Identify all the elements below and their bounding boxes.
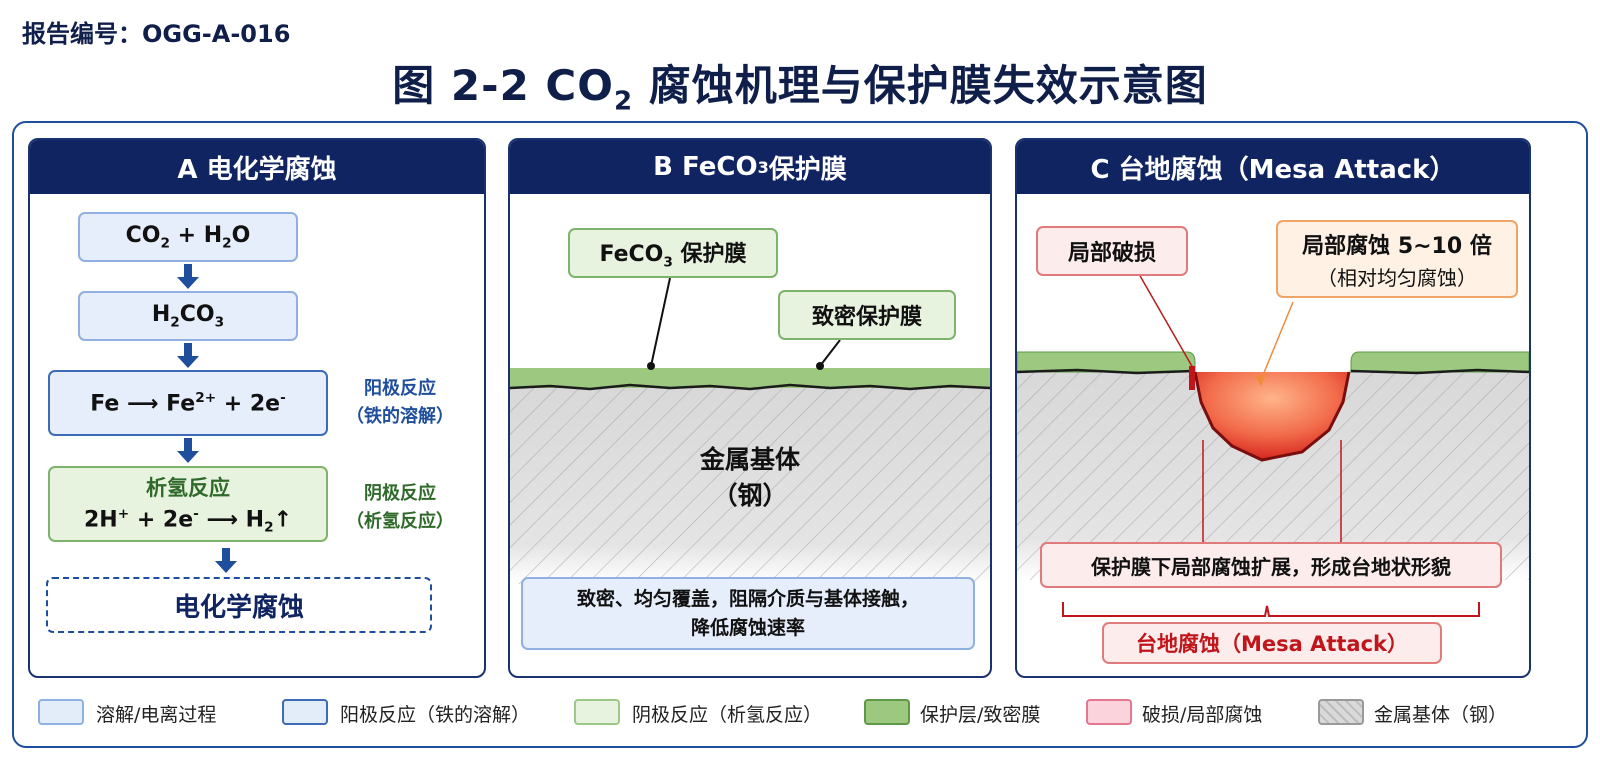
step-cathode-reaction: 析氢反应 2H+ + 2e- ⟶ H2↑ — [48, 466, 328, 542]
report-number: 报告编号：OGG-A-016 — [22, 20, 291, 48]
legend-swatch — [38, 699, 84, 725]
cathode-side-label: 阴极反应（析氢反应） — [346, 483, 454, 532]
mesa-attack-cross-section — [1017, 273, 1529, 617]
film-description-note: 致密、均匀覆盖，阻隔介质与基体接触，降低腐蚀速率 — [521, 577, 975, 650]
figure-title: 图 2-2 CO2 腐蚀机理与保护膜失效示意图 — [392, 61, 1208, 117]
panel-c-heading: C 台地腐蚀（Mesa Attack） — [1017, 140, 1529, 194]
legend-label: 金属基体（钢） — [1374, 704, 1508, 726]
label-local-rate: 局部腐蚀 5~10 倍 （相对均匀腐蚀） — [1276, 220, 1518, 298]
legend-label: 阴极反应（析氢反应） — [632, 704, 823, 726]
arrow-down-icon — [215, 548, 237, 573]
step-h2co3: H2CO3 — [78, 291, 298, 341]
substrate-cross-section — [510, 277, 990, 584]
result-electrochemical-corrosion: 电化学腐蚀 — [46, 577, 432, 633]
panel-c: C 台地腐蚀（Mesa Attack） — [1015, 138, 1531, 678]
legend-label: 保护层/致密膜 — [920, 704, 1041, 726]
legend-label: 阳极反应（铁的溶解） — [340, 704, 531, 726]
legend-swatch — [864, 699, 910, 725]
legend-swatch — [1318, 699, 1364, 725]
arrow-down-icon — [177, 438, 199, 463]
legend-swatch — [282, 699, 328, 725]
legend-label: 破损/局部腐蚀 — [1142, 704, 1263, 726]
step-anode-reaction: Fe ⟶ Fe2+ + 2e- — [48, 370, 328, 436]
legend-swatch — [1086, 699, 1132, 725]
legend-label: 溶解/电离过程 — [96, 704, 217, 726]
label-under-film-expansion: 保护膜下局部腐蚀扩展，形成台地状形貌 — [1040, 542, 1502, 588]
arrow-down-icon — [177, 343, 199, 368]
label-mesa-attack: 台地腐蚀（Mesa Attack） — [1102, 622, 1442, 664]
label-local-break: 局部破损 — [1036, 226, 1188, 276]
substrate-label: 金属基体（钢） — [699, 445, 800, 510]
label-feco3-film: FeCO3 保护膜 — [568, 228, 778, 278]
arrow-down-icon — [177, 264, 199, 289]
panel-a-heading: A 电化学腐蚀 — [30, 140, 484, 194]
legend: 溶解/电离过程 阳极反应（铁的溶解） 阴极反应（析氢反应） 保护层/致密膜 破损… — [38, 697, 1558, 729]
anode-side-label: 阳极反应（铁的溶解） — [346, 378, 454, 427]
label-dense-film: 致密保护膜 — [778, 290, 956, 340]
step-co2-h2o: CO2 + H2O — [78, 212, 298, 262]
figure-frame — [12, 121, 1588, 748]
legend-swatch — [574, 699, 620, 725]
